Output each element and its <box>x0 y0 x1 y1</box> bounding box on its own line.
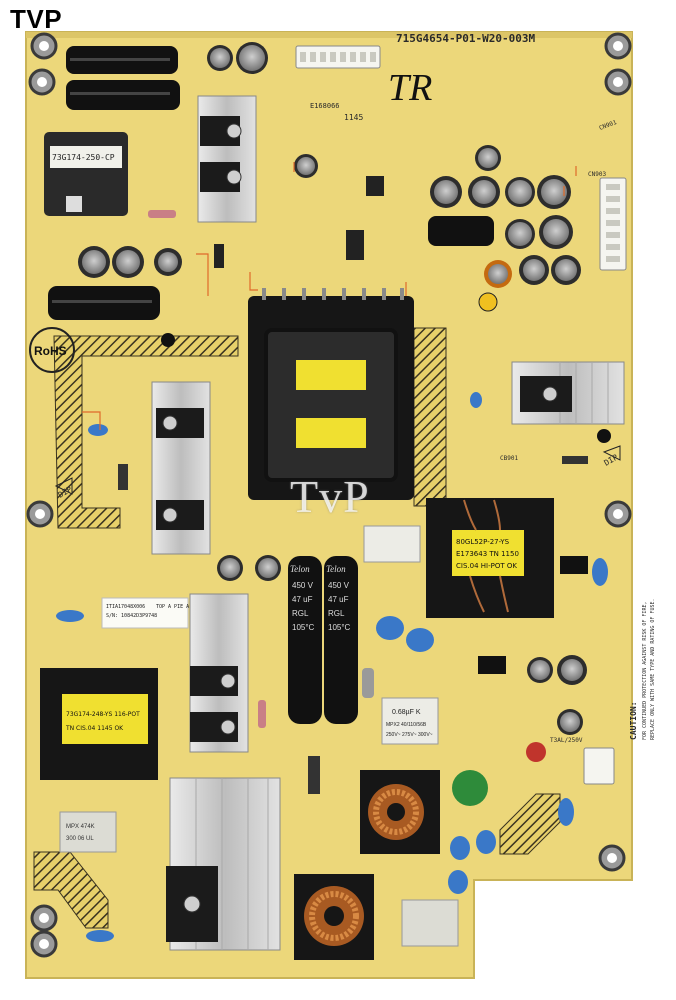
watermark: TvP <box>290 471 370 522</box>
varistor-green <box>452 770 488 806</box>
caution-text: CAUTION: FOR CONTINUED PROTECTION AGAINS… <box>629 599 656 740</box>
marking-e168066: E168066 <box>310 102 340 110</box>
bulk-cap-brand: Telon <box>290 564 310 574</box>
bulk-cap-voltage: 450 V <box>292 581 314 590</box>
film-cap-line-2: MPX2 40/110/56B <box>386 722 427 728</box>
silk-traces <box>82 162 577 430</box>
bulk-capacitor-label-1: Telon 450 V 47 uF RGL 105°C <box>290 564 315 632</box>
film-capacitor: 0.68µF K MPX2 40/110/56B 250V~ 275V~ 300… <box>381 697 439 745</box>
x-cap-line-1: MPX 474K <box>66 824 95 830</box>
film-cap-line-1: 0.68µF K <box>392 709 421 716</box>
marking-cn903: CN903 <box>588 171 606 178</box>
bulk-cap-capacitance-2: 47 uF <box>328 595 349 604</box>
isolation-zone-right <box>413 327 447 507</box>
x-capacitor-bottom-left: MPX 474K 300 06 UL <box>59 811 117 853</box>
marking-1145: 1145 <box>344 113 363 122</box>
black-capacitor-right <box>428 216 494 246</box>
standby-transformer: 73G174-248-YS 116-POT TN CIS.04 1145 OK <box>40 668 158 780</box>
bulk-capacitor-label-2: Telon 450 V 47 uF RGL 105°C <box>326 564 351 632</box>
standby-label-line-1: 73G174-248-YS 116-POT <box>66 711 140 718</box>
ac-input-connector <box>583 747 615 785</box>
x-capacitor-center <box>363 525 421 563</box>
toroid-choke-right <box>360 770 440 854</box>
fuse-rating: T3AL/250V <box>550 737 583 744</box>
caution-line-1: FOR CONTINUED PROTECTION AGAINST RISK OF… <box>642 602 648 740</box>
flyback-label-line-3: CIS.04 HI-POT OK <box>456 562 517 570</box>
bulk-cap-series-2: RGL <box>328 609 345 618</box>
bulk-cap-brand-2: Telon <box>326 564 346 574</box>
transformer-label: 73G174-250-CP <box>52 153 115 162</box>
connector-top <box>295 45 381 69</box>
handwritten-mark: TR <box>388 67 432 109</box>
isolation-zone-bottom-right <box>499 793 561 855</box>
thermistor-red <box>526 742 546 762</box>
rohs-mark: RoHS <box>29 327 75 373</box>
flyback-label-line-1: 80GL52P-27-YS <box>456 538 510 546</box>
sticker-line-1: ITIA17048X006 <box>106 604 145 610</box>
bulk-capacitors <box>288 556 358 724</box>
sticker-line-2: S/N: 10842D3P9748 <box>106 613 157 619</box>
bulk-cap-voltage-2: 450 V <box>328 581 350 590</box>
film-cap-line-3: 250V~ 275V~ 300V~ <box>386 732 433 738</box>
blue-capacitors <box>56 392 608 942</box>
black-capacitors-top-left <box>48 46 180 320</box>
x-capacitor-bottom-right <box>401 899 459 947</box>
x-cap-line-2: 300 06 UL <box>66 836 94 842</box>
part-number: 715G4654-P01-W20-003M <box>396 32 535 45</box>
isolation-zone-bottom-left <box>33 851 109 929</box>
mounting-holes <box>26 32 632 958</box>
bulk-cap-temp: 105°C <box>292 623 315 632</box>
transformer-top-left: 73G174-250-CP <box>44 132 128 216</box>
standby-label-line-2: TN CIS.04 1145 OK <box>65 725 124 732</box>
rohs-text: RoHS <box>34 344 67 358</box>
serial-sticker: ITIA17048X006 S/N: 10842D3P9748 TOP A PI… <box>101 597 189 629</box>
main-power-transformer <box>248 288 414 500</box>
flyback-transformer: 80GL52P-27-YS E173643 TN 1150 CIS.04 HI-… <box>426 498 554 618</box>
power-transistors <box>156 116 572 942</box>
small-components <box>118 176 611 794</box>
bulk-cap-capacitance: 47 uF <box>292 595 313 604</box>
caution-line-2: REPLACE ONLY WITH SAME TYPE AND RATING O… <box>650 599 656 740</box>
bulk-cap-series: RGL <box>292 609 309 618</box>
caution-heading: CAUTION: <box>629 701 638 740</box>
brand-logo: TVP <box>10 4 63 34</box>
radial-capacitors-top <box>78 42 587 735</box>
bulk-cap-temp-2: 105°C <box>328 623 351 632</box>
flyback-label-line-2: E173643 TN 1150 <box>456 550 519 558</box>
toroid-choke-bottom <box>294 874 374 960</box>
sticker-tag: TOP A PIE A <box>156 604 189 610</box>
marking-cb901: CB901 <box>500 455 518 462</box>
